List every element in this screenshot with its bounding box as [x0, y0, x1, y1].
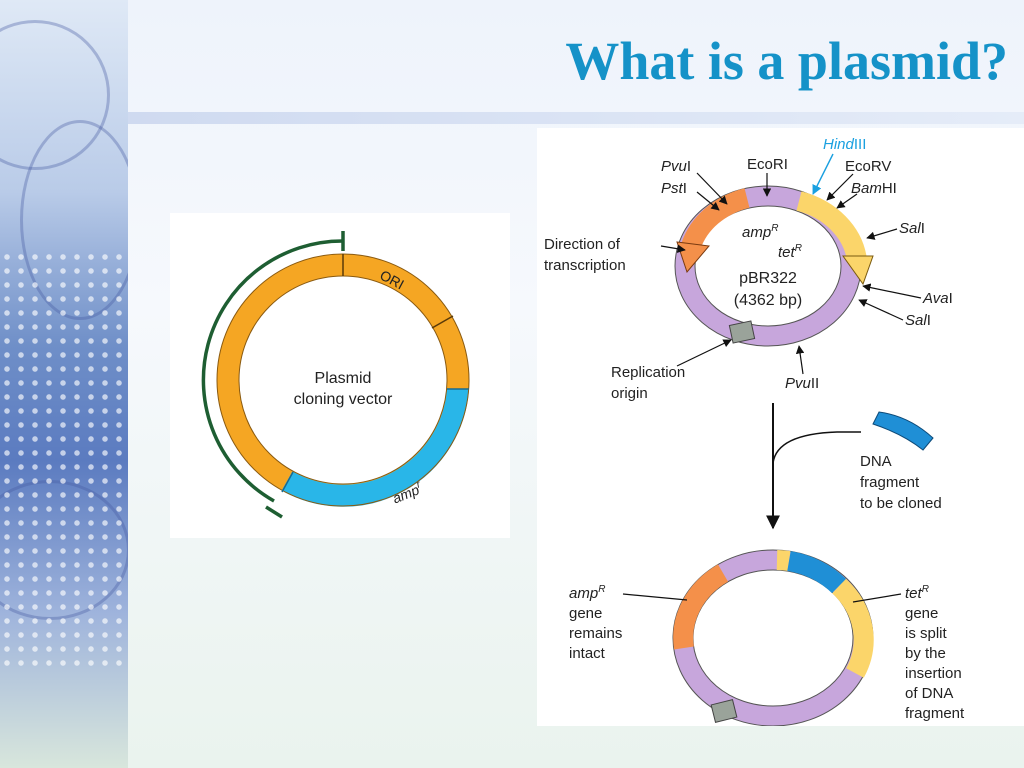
- fragment-line3: to be cloned: [860, 495, 942, 512]
- pbr322-amp-segment: [681, 188, 750, 250]
- recombinant-amp-label: ampR: [569, 584, 605, 602]
- vector-bracket-cap-bottom: [265, 505, 283, 519]
- fragment-join-curve: [772, 431, 861, 464]
- site-psti: PstI: [661, 180, 687, 197]
- recombinant-tet-segment-b: [832, 578, 874, 678]
- site-ecorv: EcoRV: [845, 158, 891, 175]
- arrow-hindiii: [812, 153, 834, 195]
- recombinant-tet-line5: insertion: [905, 665, 962, 682]
- site-sali-top: SalI: [899, 220, 925, 237]
- recombinant-origin-block: [710, 699, 738, 723]
- fragment-line1: DNA: [860, 453, 892, 470]
- vector-divider-ori: [431, 315, 454, 329]
- recombinant-tet-line6: of DNA: [905, 685, 953, 702]
- pbr322-tet-segment: [796, 191, 867, 262]
- site-bamhi: BamHI: [851, 180, 897, 197]
- pbr322-tet-arrowhead: [842, 255, 874, 286]
- pbr322-panel: ampR tetR pBR322 (4362 bp) PvuI PstI Eco…: [537, 128, 1024, 727]
- arrow-recombinant-tet: [852, 593, 902, 603]
- fragment-line2: fragment: [860, 474, 920, 491]
- arrow-psti: [696, 191, 720, 211]
- pbr322-size: (4362 bp): [734, 292, 803, 309]
- arrow-sali-bottom: [858, 299, 904, 321]
- site-ecori: EcoRI: [747, 156, 788, 173]
- dna-fragment: [872, 411, 934, 451]
- site-hindiii: HindIII: [823, 136, 866, 153]
- recombinant-ring-inner-edge: [692, 569, 854, 707]
- pbr322-amp-label: ampR: [742, 223, 778, 241]
- arrow-replication: [676, 339, 732, 367]
- arrow-direction: [660, 244, 686, 253]
- site-pvuii: PvuII: [785, 375, 819, 392]
- pbr322-diagram: ampR tetR pBR322 (4362 bp) PvuI PstI Eco…: [544, 136, 965, 727]
- pbr322-name: pBR322: [739, 270, 797, 287]
- direction-line1: Direction of: [544, 236, 621, 253]
- vector-center-line2: cloning vector: [294, 391, 393, 408]
- arrow-recombinant-amp: [622, 593, 688, 601]
- site-pvui: PvuI: [661, 158, 691, 175]
- cloning-vector-panel: ORI ampr Plasmid cloning vector: [170, 213, 510, 538]
- recombinant-tet-segment-a: [776, 550, 791, 571]
- pbr322-ring-inner-edge: [694, 205, 842, 327]
- recombinant-tet-line4: by the: [905, 645, 946, 662]
- arrow-ecorv: [826, 173, 854, 201]
- pbr322-origin-block: [728, 320, 756, 344]
- recombinant-tet-line3: is split: [905, 625, 948, 642]
- replication-line2: origin: [611, 385, 648, 402]
- recombinant-amp-line4: intact: [569, 645, 606, 662]
- recombinant-insert: [787, 551, 847, 594]
- slide-title: What is a plasmid?: [565, 31, 1008, 91]
- background-side-band: [0, 0, 128, 768]
- vector-amp-arc: [281, 388, 469, 507]
- vector-center-line1: Plasmid: [315, 370, 372, 387]
- pbr322-tet-label: tetR: [778, 243, 802, 261]
- site-avai: AvaI: [922, 290, 953, 307]
- cloning-vector-diagram: ORI ampr Plasmid cloning vector: [201, 231, 470, 519]
- recombinant-amp-segment: [673, 564, 729, 650]
- arrow-bamhi: [836, 193, 858, 209]
- recombinant-amp-line2: gene: [569, 605, 602, 622]
- arrow-avai: [862, 283, 922, 299]
- background-top-band: [128, 112, 1024, 124]
- replication-line1: Replication: [611, 364, 685, 381]
- arrow-pvui: [696, 172, 728, 205]
- vector-bracket: [201, 239, 344, 503]
- recombinant-tet-line2: gene: [905, 605, 938, 622]
- site-sali-bottom: SalI: [905, 312, 931, 329]
- arrow-pvuii: [795, 345, 805, 375]
- recombinant-tet-label: tetR: [905, 584, 929, 602]
- direction-line2: transcription: [544, 257, 626, 274]
- arrow-sali-top: [866, 228, 898, 240]
- recombinant-tet-line7: fragment: [905, 705, 965, 722]
- recombinant-amp-line3: remains: [569, 625, 622, 642]
- vector-divider-amp-end: [281, 471, 294, 493]
